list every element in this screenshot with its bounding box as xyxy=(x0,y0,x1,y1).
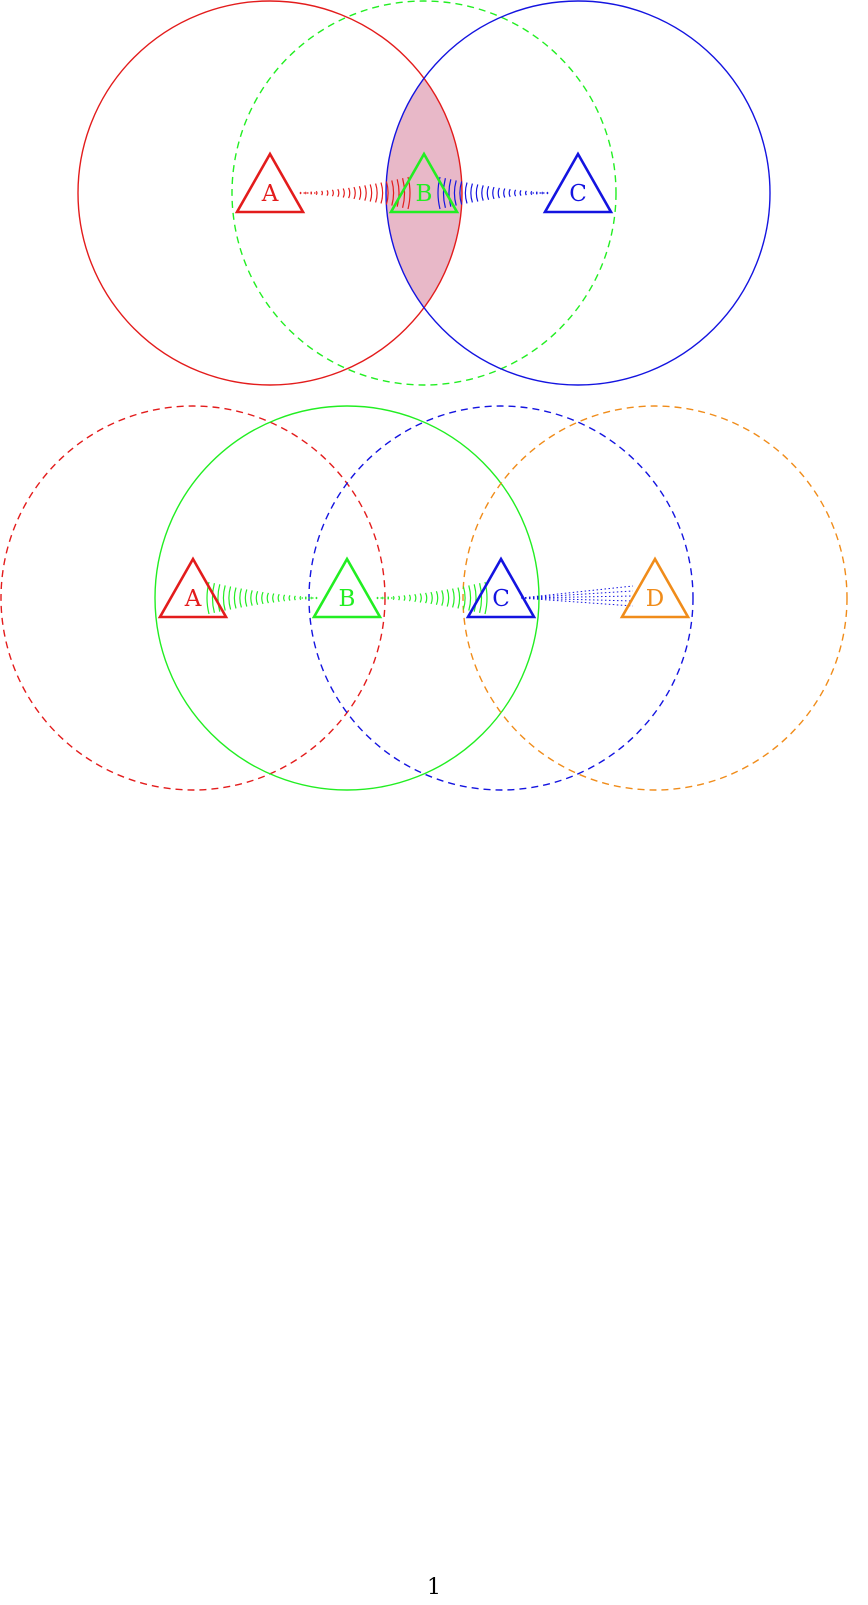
node-triangle-icon xyxy=(311,556,383,619)
node-triangle-icon xyxy=(619,556,691,619)
node-label: A xyxy=(184,586,202,612)
node-triangle-icon xyxy=(388,151,460,214)
link-c-b xyxy=(437,176,549,210)
node-triangle-icon xyxy=(542,151,614,214)
node-c: C xyxy=(542,151,614,214)
node-label: D xyxy=(646,586,664,612)
node-label: C xyxy=(569,181,587,207)
diagram-top: A B C xyxy=(77,0,771,386)
page-number: 1 xyxy=(427,1575,441,1600)
link-a-b xyxy=(299,176,411,210)
range-circle-a xyxy=(77,0,463,386)
node-a: A xyxy=(234,151,306,214)
range-circle-b xyxy=(154,405,540,791)
range-circle-d xyxy=(462,405,848,791)
link-b-c xyxy=(376,581,488,615)
node-b: B xyxy=(311,556,383,619)
node-triangle-icon xyxy=(157,556,229,619)
link-b-a xyxy=(206,581,318,615)
node-triangle-icon xyxy=(234,151,306,214)
node-triangle-icon xyxy=(465,556,537,619)
node-a: A xyxy=(157,556,229,619)
link-c-d xyxy=(520,585,634,607)
diagram-bottom: A B C D xyxy=(0,405,848,791)
overlap-highlight xyxy=(386,78,463,308)
node-label: B xyxy=(339,586,356,612)
node-label: A xyxy=(261,181,279,207)
node-label: B xyxy=(416,181,433,207)
node-label: C xyxy=(492,586,510,612)
range-circle-c xyxy=(385,0,771,386)
node-d: D xyxy=(619,556,691,619)
node-c: C xyxy=(465,556,537,619)
range-circle-b xyxy=(231,0,617,386)
node-b: B xyxy=(388,151,460,214)
